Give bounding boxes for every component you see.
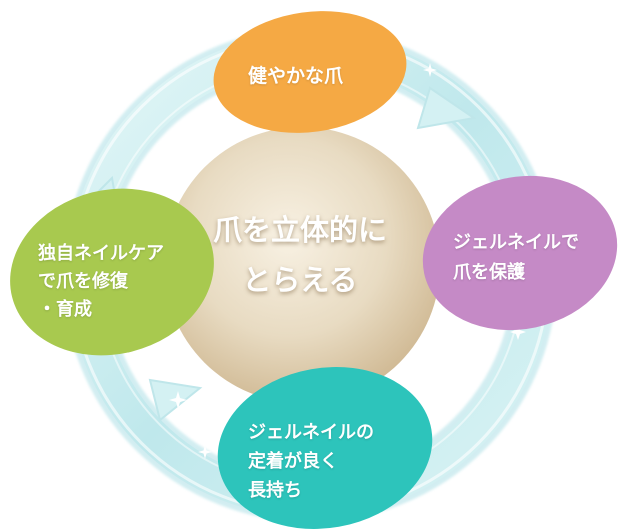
node-label-top: 健やかな爪 [248,65,344,87]
center-label: 爪を立体的に とらえる [212,213,387,297]
node-label-right: ジェルネイルで 爪を保護 [453,232,579,283]
node-bottom [217,367,433,529]
node-right [422,175,618,331]
node-label-bottom: ジェルネイルの 定着が良く 長持ち [248,422,374,501]
ring-arrowhead-top-right [416,86,477,130]
sparkle-icon [169,391,187,409]
sparkle-icon [198,445,212,459]
node-top [213,11,407,133]
sparkle-icon [423,63,437,77]
center-node [164,127,440,403]
node-label-left: 独自ネイルケア で爪を修復 ・育成 [38,243,164,320]
node-left [10,188,214,356]
sparkle-icon [510,324,526,340]
sparkle-icon [144,342,156,354]
